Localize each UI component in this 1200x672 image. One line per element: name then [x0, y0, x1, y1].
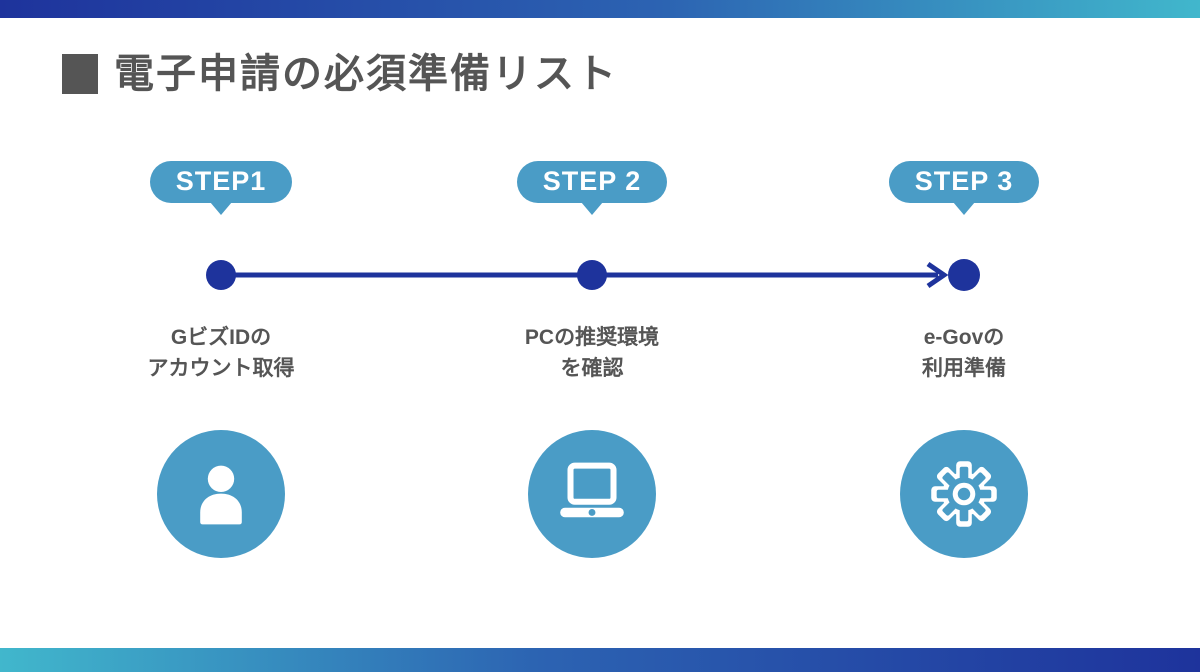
step-badge-label: STEP1	[149, 161, 293, 203]
step-badge-3: STEP 3	[888, 161, 1040, 215]
step-label-line2: を確認	[560, 356, 624, 380]
bottom-gradient-bar	[0, 648, 1200, 672]
person-icon	[157, 429, 285, 558]
step-label-line1: e-Govの	[923, 325, 1005, 349]
top-gradient-bar	[0, 0, 1200, 18]
timeline-dot-3	[948, 259, 980, 291]
timeline-dot-2	[577, 260, 607, 290]
square-bullet-icon	[62, 54, 98, 94]
step-label-line1: PCの推奨環境	[524, 325, 660, 349]
timeline-dot-1	[206, 260, 236, 290]
step-label-3: e-Govの 利用準備	[922, 322, 1006, 384]
step-label-line2: アカウント取得	[147, 356, 295, 380]
step-column-2: STEP 2 PCの推奨環境 を確認	[462, 161, 722, 558]
step-column-3: STEP 3 e-Govの 利用準備	[834, 161, 1094, 558]
page-title: 電子申請の必須準備リスト	[62, 52, 618, 96]
step-badge-label: STEP 2	[516, 161, 668, 203]
step-badge-label: STEP 3	[888, 161, 1040, 203]
step-label-1: GビズIDの アカウント取得	[148, 322, 295, 384]
step-badge-2: STEP 2	[516, 161, 668, 215]
badge-tail	[209, 201, 232, 215]
step-badge-1: STEP1	[149, 161, 293, 215]
step-label-line2: 利用準備	[922, 356, 1006, 380]
laptop-icon	[528, 429, 656, 558]
timeline	[206, 259, 980, 291]
step-label-line1: GビズIDの	[170, 325, 272, 349]
badge-tail	[581, 201, 603, 215]
gear-icon	[900, 429, 1028, 558]
step-column-1: STEP1 GビズIDの アカウント取得	[91, 161, 351, 558]
arrow-right-icon	[926, 261, 949, 289]
step-label-2: PCの推奨環境 を確認	[525, 322, 659, 384]
page-title-text: 電子申請の必須準備リスト	[114, 52, 618, 96]
badge-tail	[953, 201, 975, 215]
